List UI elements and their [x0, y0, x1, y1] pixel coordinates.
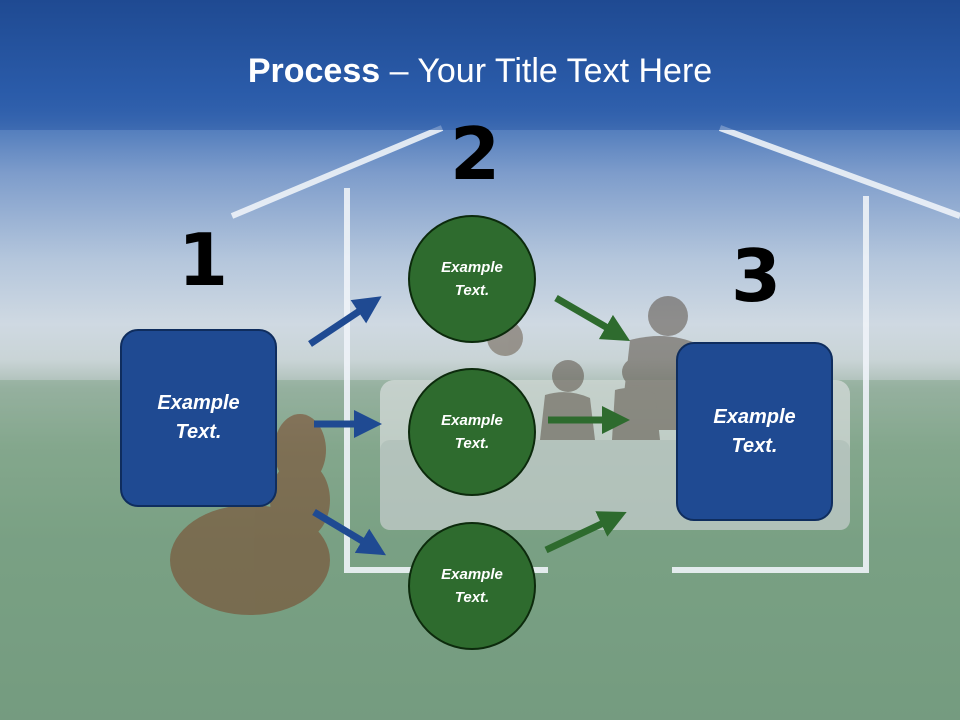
step-number-2: 2 — [450, 112, 501, 196]
left-box-line-2: Text. — [175, 421, 222, 443]
right-box-line-2: Text. — [731, 434, 778, 457]
circle-bottom-line-2: Text. — [454, 589, 490, 606]
arrow-left-to-bottom — [312, 508, 387, 556]
left-box-line-1: Example — [157, 392, 240, 414]
title-rest: – Your Title Text Here — [380, 52, 713, 90]
right-process-box: Example Text. — [676, 342, 833, 521]
circle-top-line-1: Example — [441, 259, 503, 276]
dog-illustration — [170, 414, 330, 615]
right-box-line-1: Example — [713, 405, 796, 428]
title-bold: Process — [247, 52, 381, 90]
arrow-top-to-right — [554, 294, 631, 342]
circle-top-line-2: Text. — [454, 282, 490, 299]
slide-title: Process – Your Title Text Here — [0, 52, 960, 91]
circle-middle-line-1: Example — [441, 412, 503, 429]
step-number-3: 3 — [731, 234, 782, 318]
circle-middle-line-2: Text. — [454, 435, 490, 452]
title-band — [0, 0, 960, 130]
process-circle-bottom: Example Text. — [408, 522, 536, 650]
arrow-bottom-to-right — [544, 511, 627, 554]
arrow-left-to-top — [308, 296, 382, 347]
circle-bottom-line-1: Example — [441, 566, 503, 583]
process-circle-top: Example Text. — [408, 215, 536, 343]
process-circle-middle: Example Text. — [408, 368, 536, 496]
step-number-1: 1 — [178, 218, 229, 302]
left-process-box: Example Text. — [120, 329, 277, 507]
